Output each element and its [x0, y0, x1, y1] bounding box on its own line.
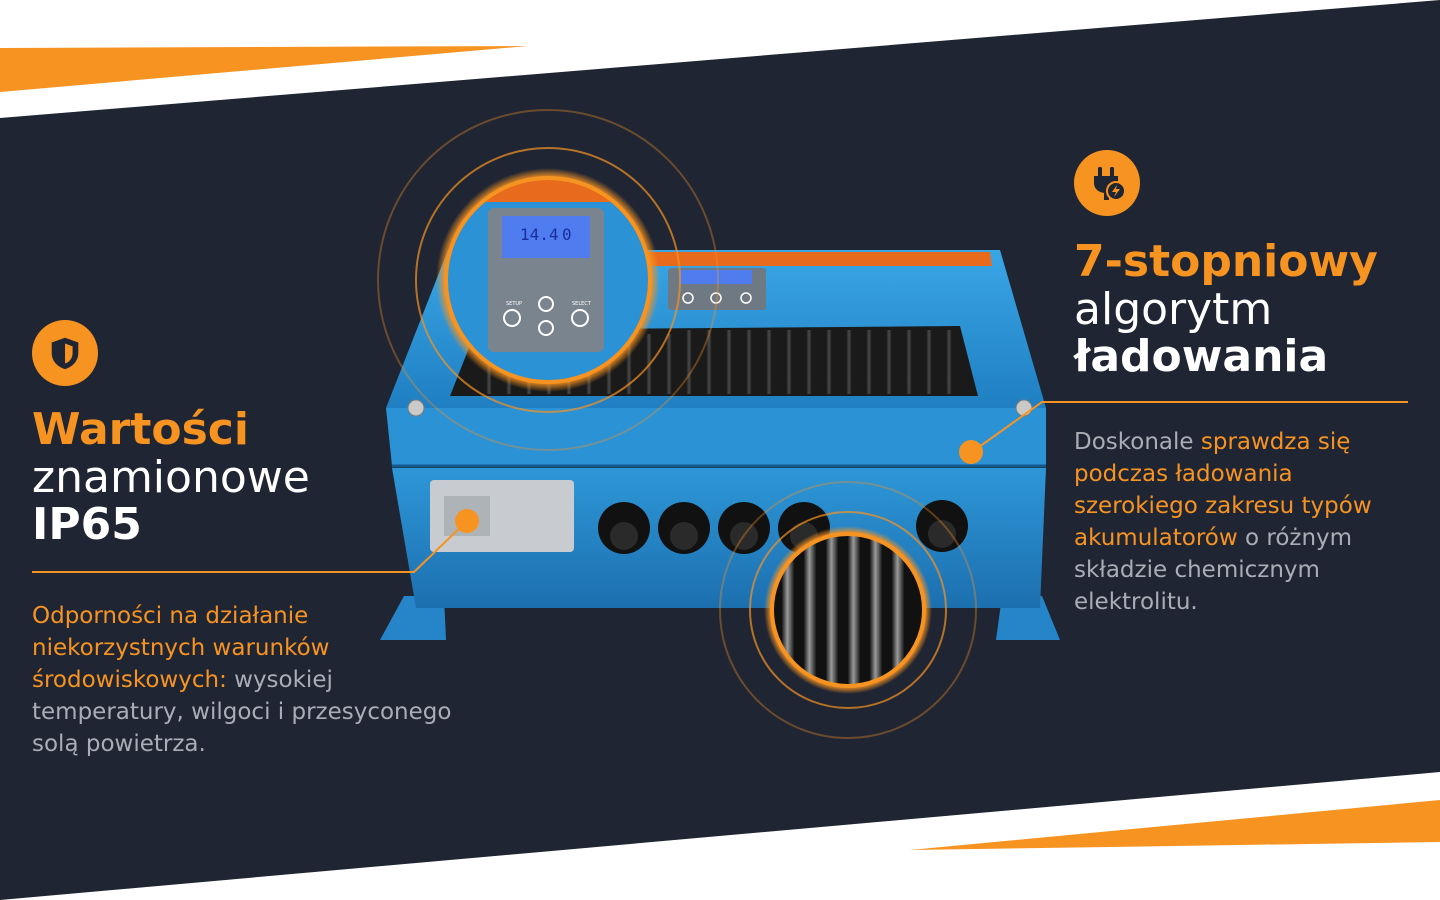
shield-icon [51, 337, 79, 370]
left-desc-rest: wysokiej temperatury, wilgoci i przesyco… [32, 667, 452, 757]
select-label: SELECT [572, 301, 592, 307]
left-feature-description: Odporności na działanie niekorzystnych w… [32, 600, 452, 760]
left-title-line3: IP65 [32, 499, 142, 551]
right-desc-part2: sprawdza się podczas ładowania szerokieg… [1074, 429, 1372, 551]
right-feature-title: 7-stopniowy algorytm ładowania [1074, 238, 1378, 381]
display-value: 14.4 [520, 225, 559, 244]
plug-badge [1074, 150, 1140, 216]
left-title-line1: Wartości [32, 404, 249, 455]
right-feature-description: Doskonale sprawdza się podczas ładowania… [1074, 426, 1414, 618]
display-value-2: 0 [562, 225, 572, 244]
left-feature-title: Wartości znamionowe IP65 [32, 406, 310, 549]
right-title-line1: 7-stopniowy [1074, 236, 1378, 287]
shield-badge [32, 320, 98, 386]
left-title-line2: znamionowe [32, 451, 310, 503]
plug-charge-icon [1094, 167, 1126, 201]
right-desc-part1: Doskonale [1074, 429, 1201, 455]
right-title-line3: ładowania [1074, 331, 1329, 383]
right-title-line2: algorytm [1074, 283, 1273, 335]
setup-label: SETUP [506, 301, 522, 307]
left-desc-highlight: Odporności na działanie niekorzystnych w… [32, 603, 330, 693]
right-desc-part3: o różnym składzie chemicznym elektrolitu… [1074, 525, 1353, 615]
